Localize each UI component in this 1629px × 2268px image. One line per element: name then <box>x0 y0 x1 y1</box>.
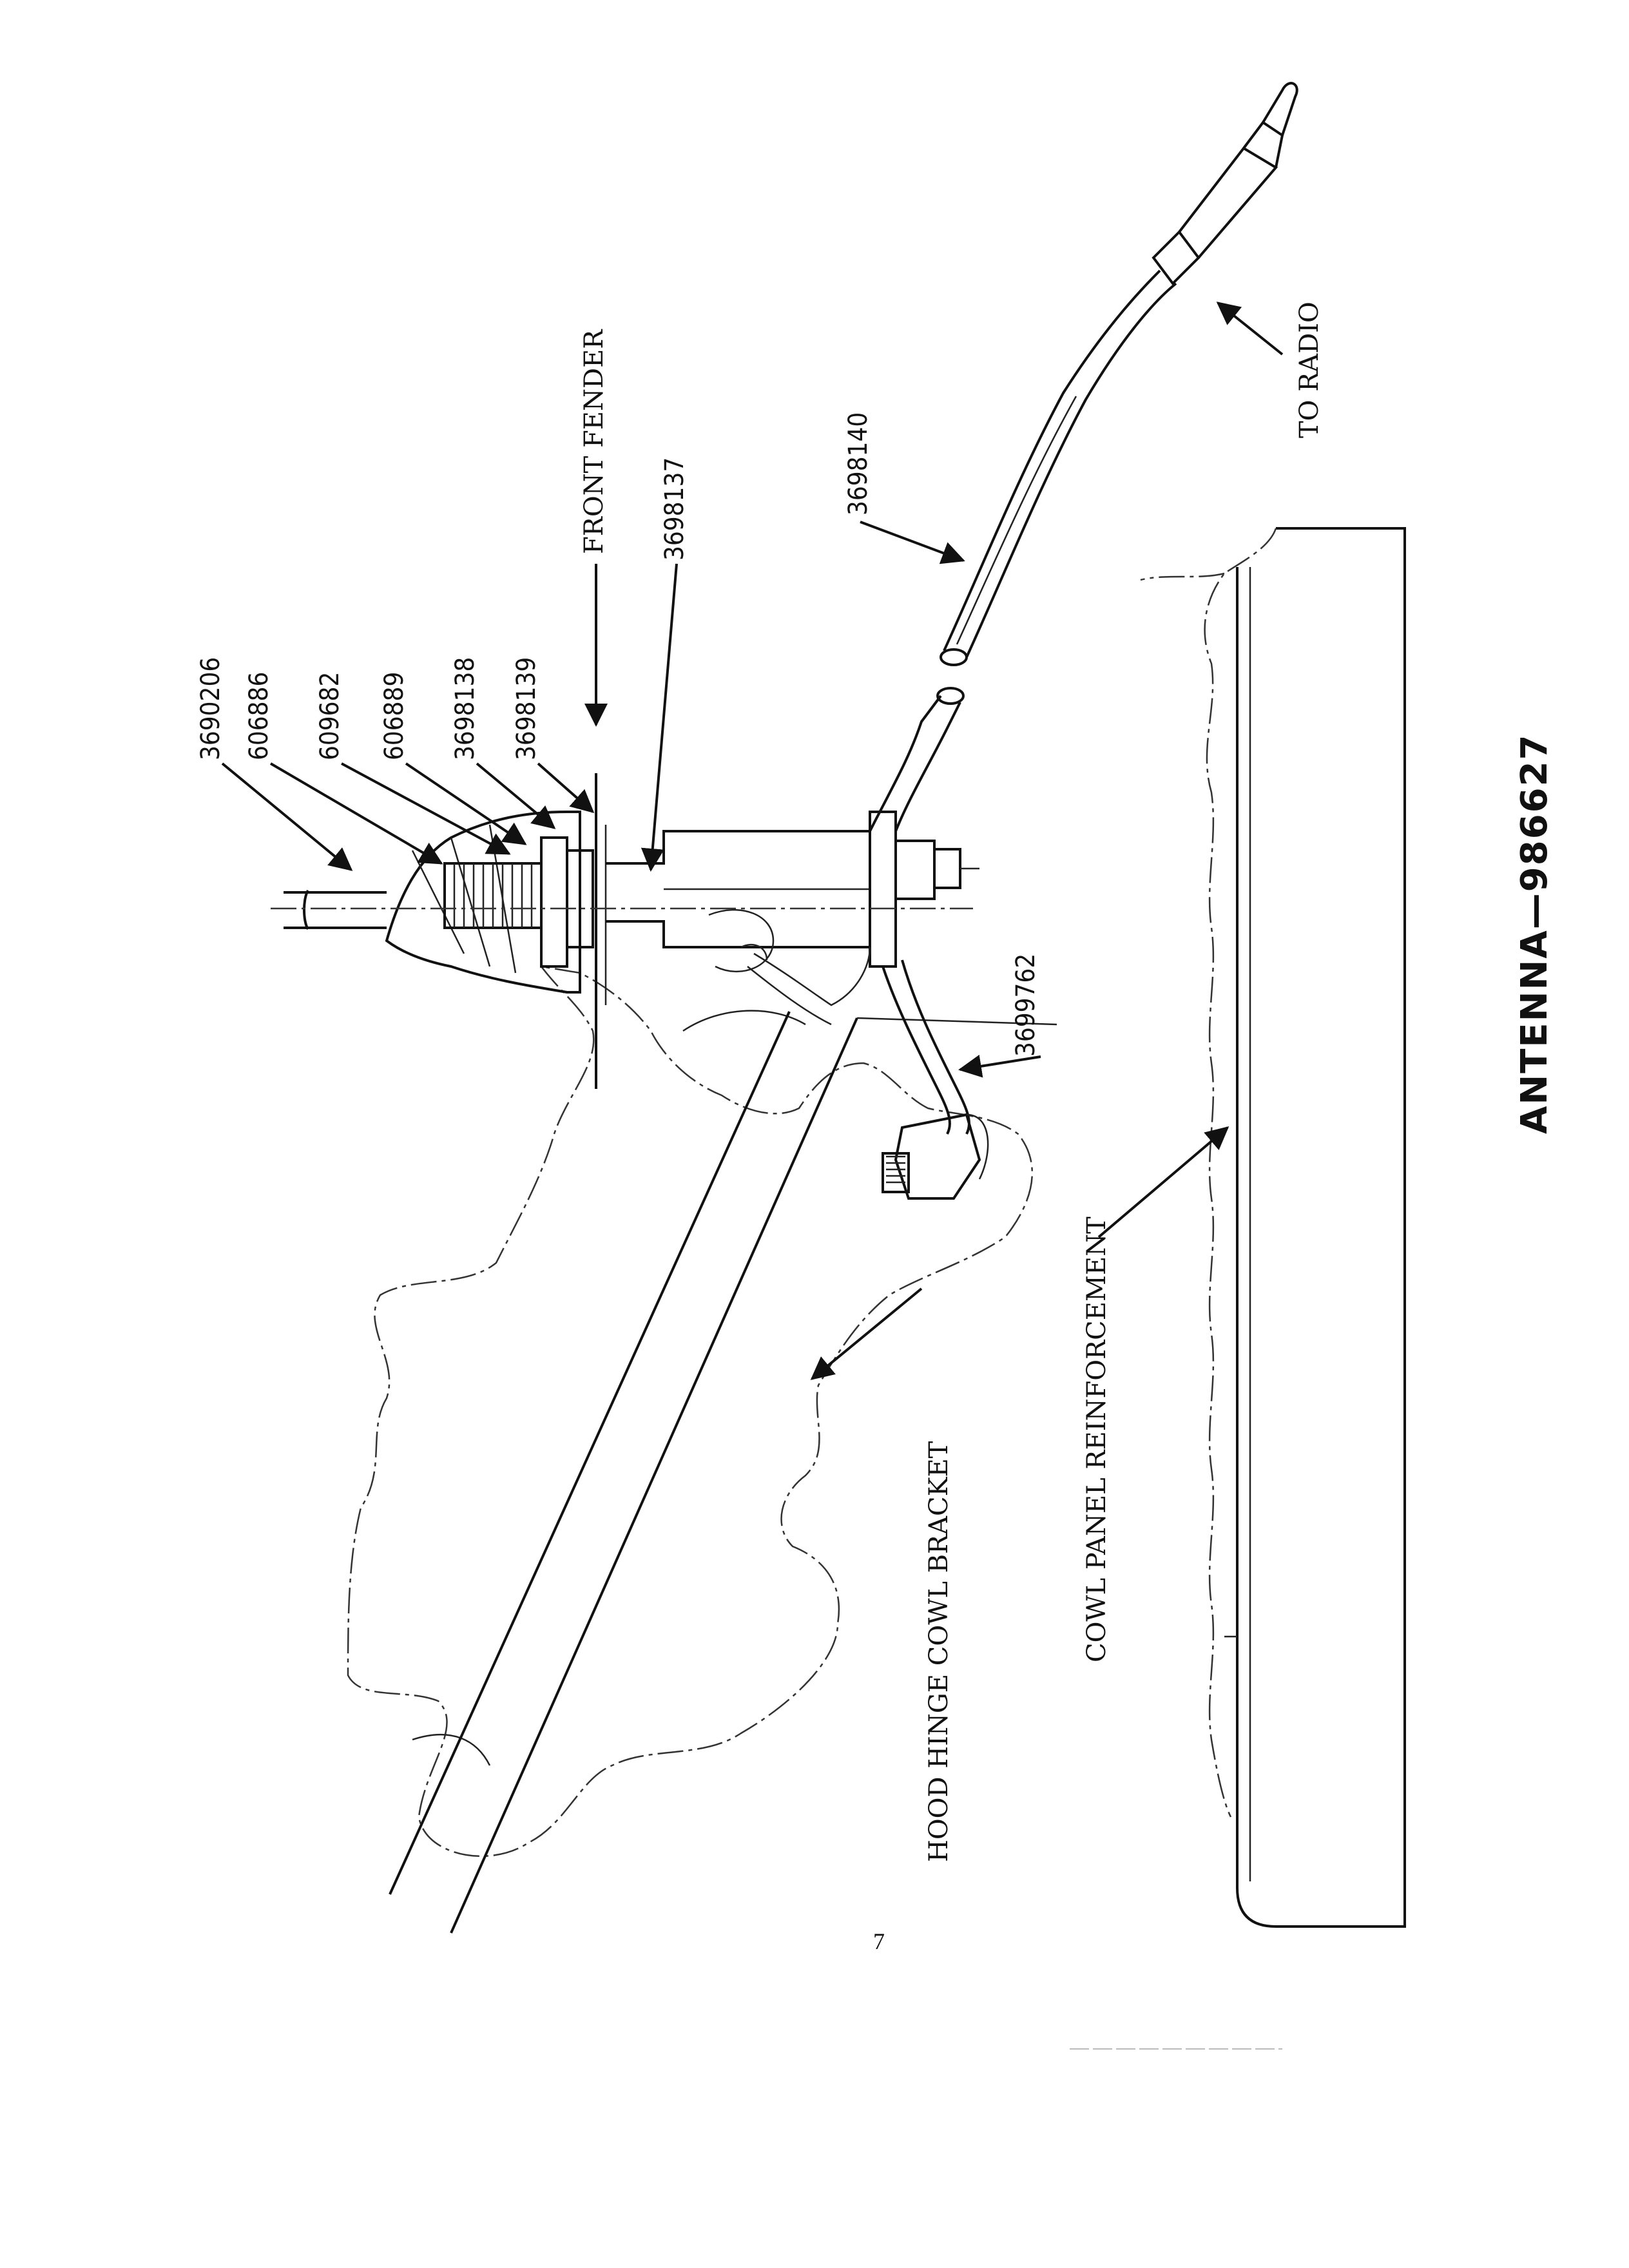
part-number-3699762: 3699762 <box>1011 954 1041 1057</box>
part-number-3690206: 3690206 <box>196 657 226 760</box>
page-number: 7 <box>873 1928 885 1954</box>
part-number-609682: 609682 <box>315 672 345 760</box>
cowl-panel-reinforcement-label: COWL PANEL REINFORCEMENT <box>1082 1216 1112 1662</box>
front-fender-label: FRONT FENDER <box>579 329 609 554</box>
leader-arrows <box>221 302 1284 1380</box>
fender-edge-lines <box>389 1011 1057 1934</box>
to-radio-label: TO RADIO <box>1295 302 1324 438</box>
part-number-606886: 606886 <box>244 672 274 760</box>
diagram-title: ANTENNA—986627 <box>1514 733 1556 1134</box>
part-number-3698138: 3698138 <box>450 657 480 760</box>
part-number-3698140: 3698140 <box>843 412 873 515</box>
cowl-panel-reinforcement <box>1140 527 1406 1928</box>
ground-strap <box>882 959 989 1200</box>
lead-in-cable <box>869 82 1298 832</box>
part-number-3698137: 3698137 <box>660 457 689 561</box>
hood-hinge-cowl-bracket-label: HOOD HINGE COWL BRACKET <box>924 1441 954 1862</box>
part-number-3698139: 3698139 <box>512 657 541 760</box>
antenna-mount-assembly <box>271 773 979 1089</box>
part-number-606889: 606889 <box>380 672 409 760</box>
